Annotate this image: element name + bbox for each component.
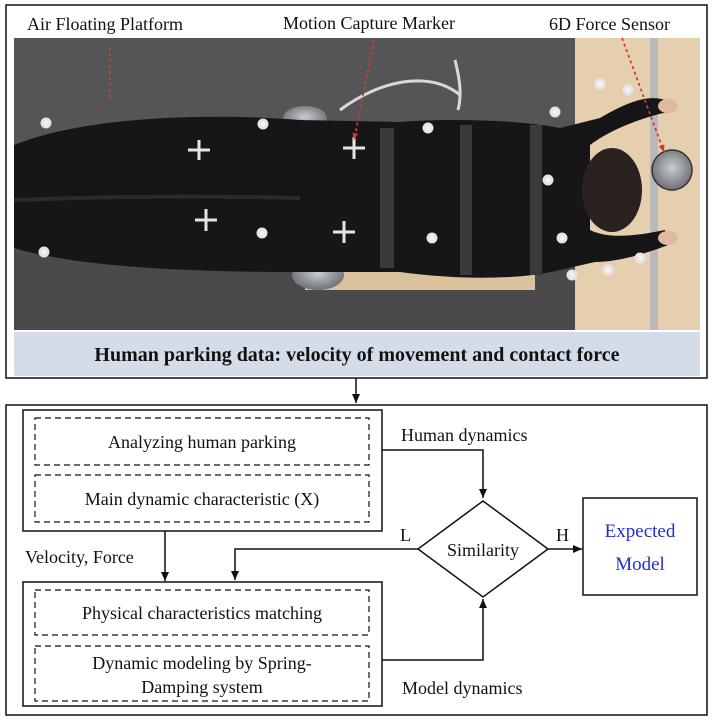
photo-caption: Human parking data: velocity of movement… (94, 344, 619, 366)
analysis-box: Analyzing human parking Main dynamic cha… (22, 409, 383, 532)
motion-capture-markers (38, 78, 646, 281)
human-dynamics-label: Human dynamics (401, 425, 527, 445)
physical-characteristics-text: Physical characteristics matching (82, 603, 322, 623)
velocity-force-label: Velocity, Force (25, 547, 134, 567)
similarity-label: Similarity (447, 540, 519, 560)
force-sensor-label: 6D Force Sensor (549, 14, 670, 34)
expected-model-box (582, 497, 698, 596)
main-dynamic-characteristic-text: Main dynamic characteristic (X) (85, 489, 319, 510)
experiment-photo (13, 38, 700, 330)
modeling-box: Physical characteristics matching Dynami… (22, 581, 383, 707)
dynamic-modeling-text-line2: Damping system (141, 677, 263, 697)
sensor-pointer-arrow (621, 37, 665, 153)
model-dynamics-arrow (382, 599, 487, 661)
caption-band (14, 332, 700, 376)
high-branch-label: H (556, 525, 569, 545)
expected-model-text-line2: Model (615, 554, 665, 575)
dynamic-modeling-text-line1: Dynamic modeling by Spring- (92, 653, 311, 673)
low-similarity-arrow (231, 548, 418, 580)
motion-capture-marker-label: Motion Capture Marker (283, 13, 455, 33)
human-dynamics-arrow (382, 449, 487, 498)
analyzing-human-parking-text: Analyzing human parking (108, 432, 296, 452)
marker-pointer-arrow (352, 39, 375, 141)
similarity-decision (416, 500, 550, 598)
photo-panel: Air Floating Platform Motion Capture Mar… (5, 4, 708, 379)
low-branch-label: L (400, 525, 411, 545)
expected-model-text-line1: Expected (605, 521, 676, 542)
model-dynamics-label: Model dynamics (402, 678, 522, 698)
flow-panel: Analyzing human parking Main dynamic cha… (5, 404, 708, 716)
air-floating-platform-label: Air Floating Platform (27, 14, 183, 34)
